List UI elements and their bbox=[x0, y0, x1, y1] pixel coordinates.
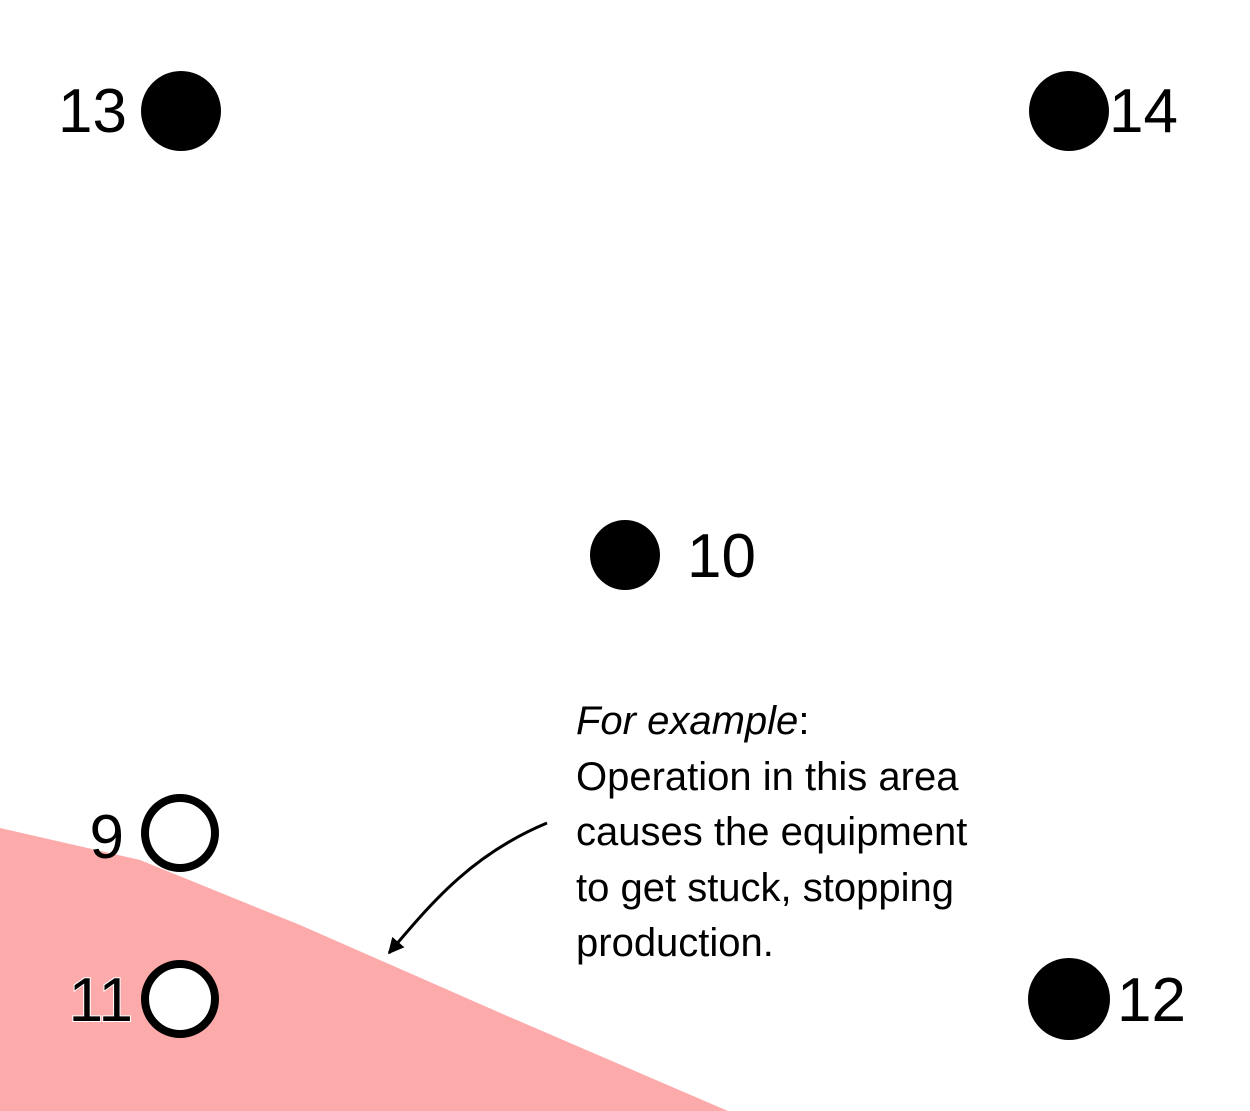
point-10-label: 10 bbox=[687, 522, 756, 591]
annotation-line-2: causes the equipment bbox=[576, 810, 968, 854]
point-14: 14 bbox=[1029, 71, 1178, 151]
point-9-label: 9 bbox=[90, 803, 124, 872]
point-12-label: 12 bbox=[1117, 966, 1186, 1035]
annotation-line-1: Operation in this area bbox=[576, 754, 959, 799]
annotation-prefix: For example bbox=[576, 699, 799, 743]
annotation-separator: : bbox=[798, 699, 810, 743]
point-14-label: 14 bbox=[1109, 77, 1178, 146]
point-11: 11 bbox=[68, 960, 219, 1038]
point-13: 13 bbox=[58, 71, 221, 151]
point-9-marker bbox=[141, 794, 219, 872]
point-9: 9 bbox=[90, 794, 219, 872]
annotation-arrow bbox=[387, 821, 548, 955]
annotation-line-3: to get stuck, stopping bbox=[576, 865, 955, 910]
point-13-marker bbox=[141, 71, 221, 151]
point-12-marker bbox=[1028, 958, 1110, 1040]
annotation-heading: For example: bbox=[576, 694, 1036, 750]
point-11-label: 11 bbox=[69, 966, 133, 1035]
point-12: 12 bbox=[1028, 958, 1186, 1040]
point-14-marker bbox=[1029, 71, 1109, 151]
annotation-line-4: production. bbox=[576, 921, 774, 965]
point-11-marker bbox=[141, 960, 219, 1038]
point-10-marker bbox=[590, 520, 660, 590]
point-10: 10 bbox=[590, 520, 756, 591]
problem-area-zone bbox=[0, 828, 728, 1111]
annotation-callout: For example: Operation in this area caus… bbox=[576, 694, 1036, 972]
point-13-label: 13 bbox=[58, 77, 127, 146]
